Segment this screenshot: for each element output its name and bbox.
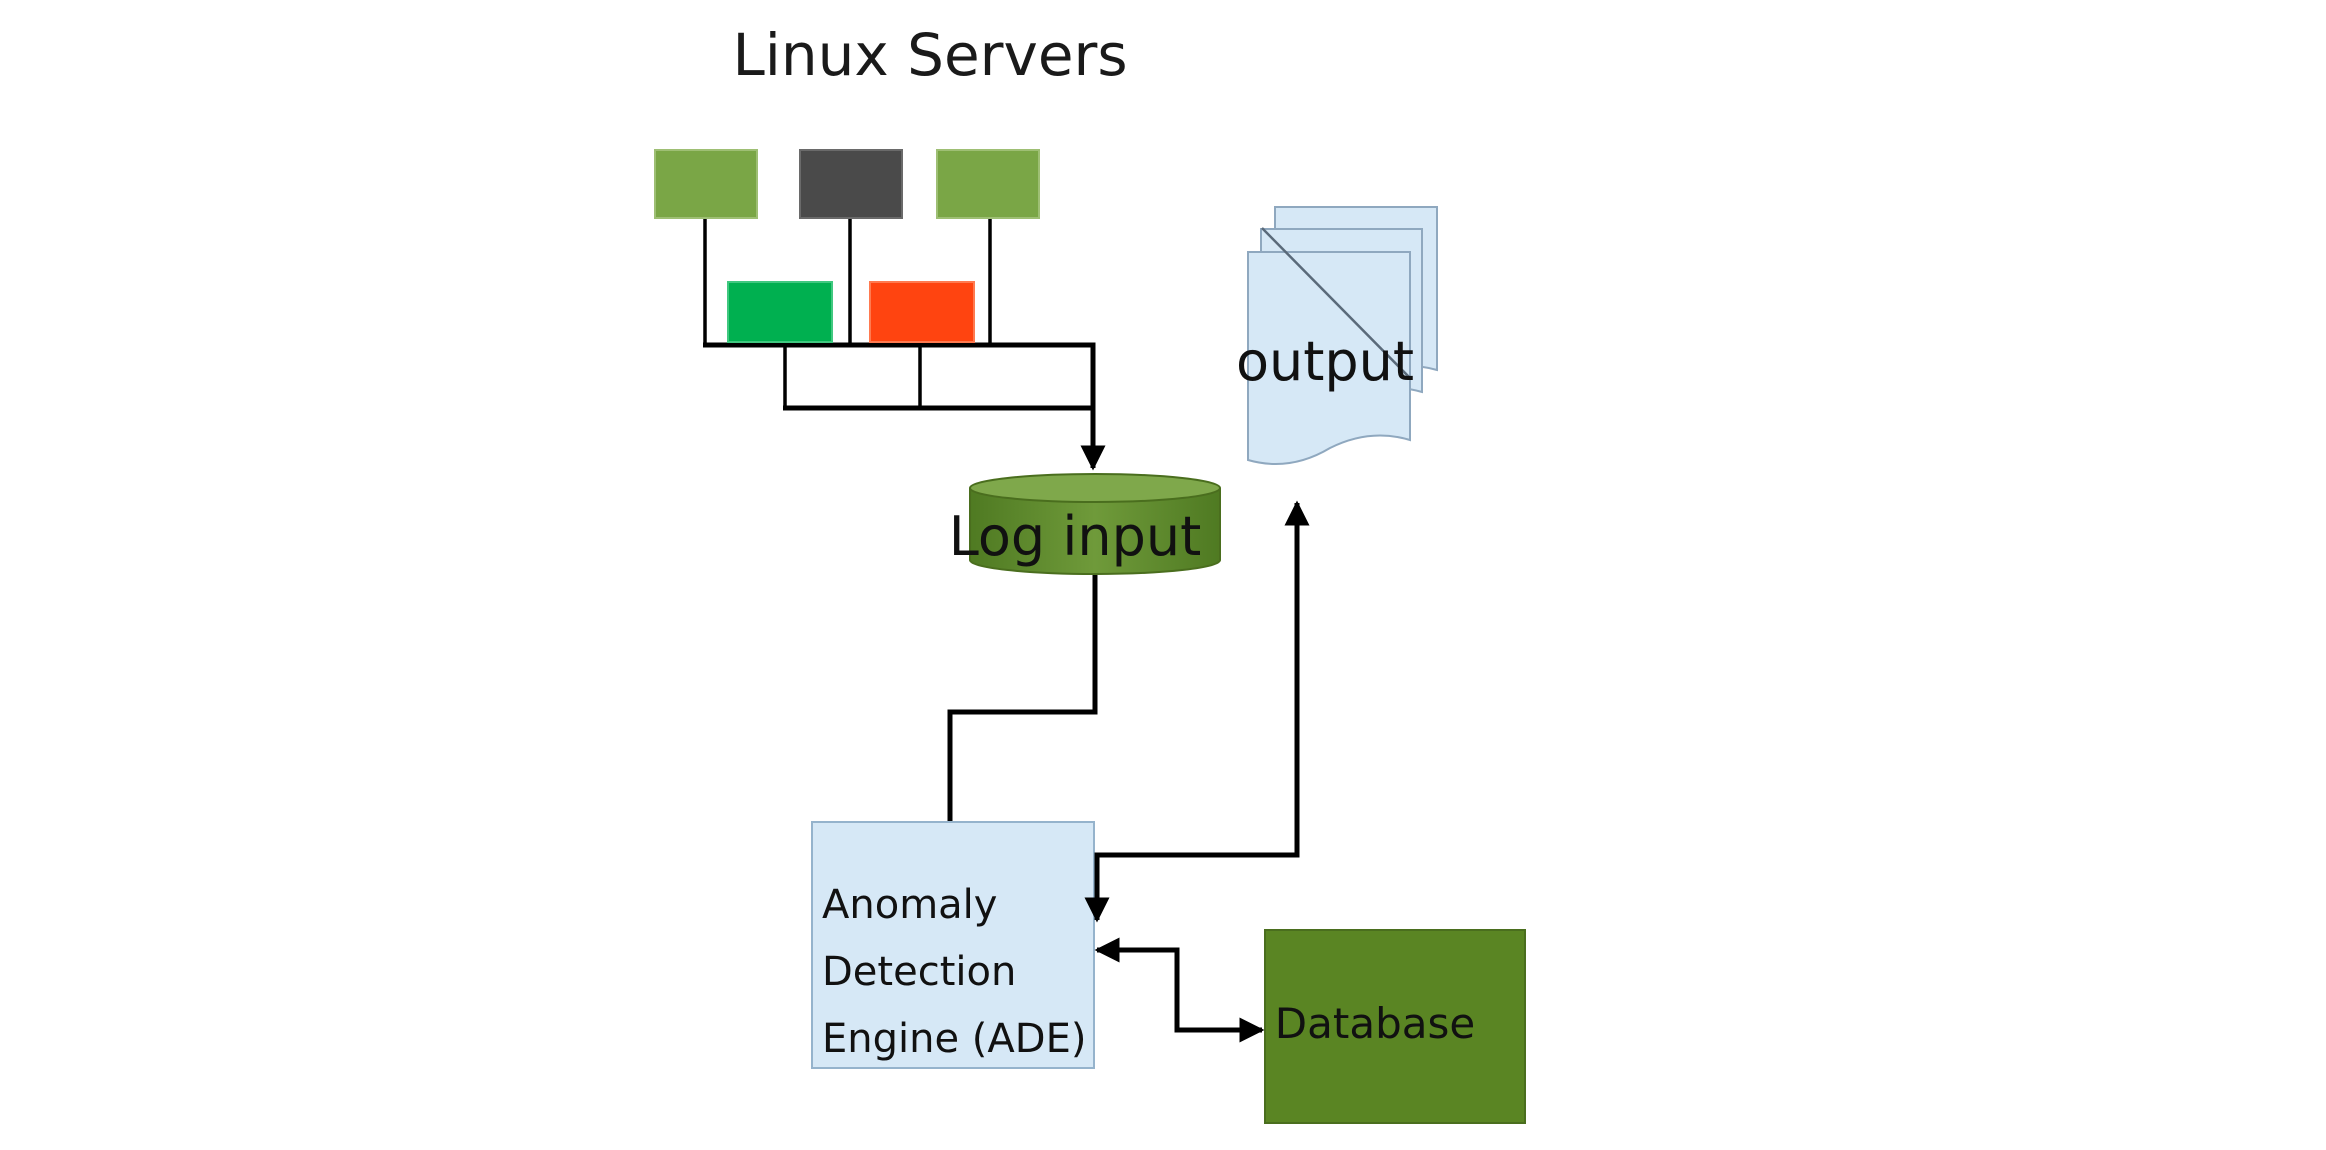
diagram-title: Linux Servers <box>732 21 1127 89</box>
log-input-label: Log input <box>949 505 1202 568</box>
ade-box <box>811 821 1095 1069</box>
server-box-3 <box>936 149 1040 219</box>
log-input-cylinder: Log input <box>949 473 1221 575</box>
ade-label-line-2: Detection <box>822 949 1016 995</box>
server-connectors <box>703 218 992 408</box>
ade-database-connector <box>1094 937 1265 1043</box>
server-box-1 <box>654 149 758 219</box>
server-box-2 <box>799 149 903 219</box>
output-document-stack: output <box>1236 206 1438 465</box>
ade-output-connector <box>1084 500 1310 923</box>
ade-label-line-3: Engine (ADE) <box>822 1016 1086 1062</box>
output-label: output <box>1236 330 1414 393</box>
log-to-ade-connector <box>937 575 1098 858</box>
database-box <box>1264 929 1526 1124</box>
database-label: Database <box>1275 999 1475 1048</box>
server-box-4 <box>727 281 833 343</box>
server-box-5 <box>869 281 975 343</box>
server-bus <box>703 342 1106 471</box>
ade-label-line-1: Anomaly <box>822 882 997 928</box>
